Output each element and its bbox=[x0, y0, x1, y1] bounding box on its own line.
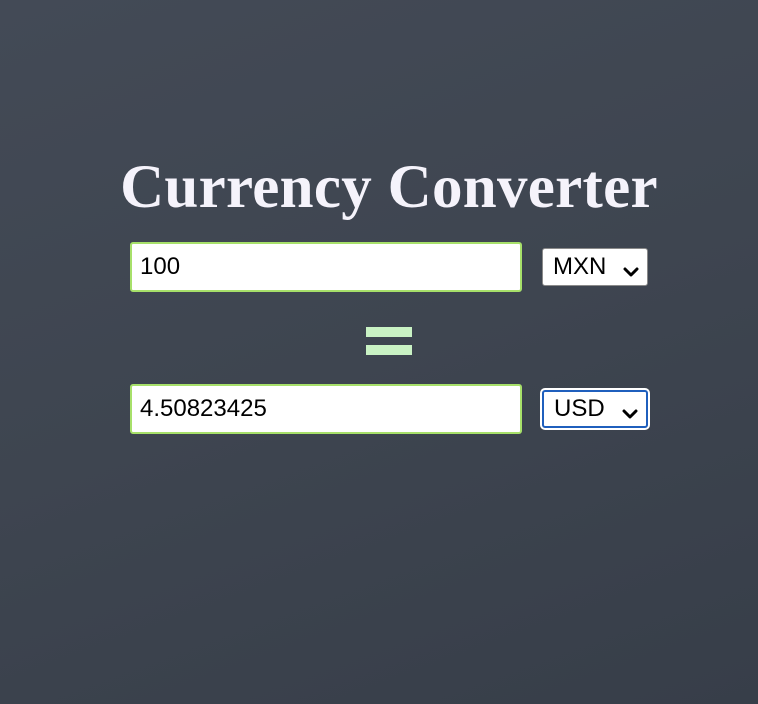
equals-icon bbox=[366, 325, 412, 359]
page-title: Currency Converter bbox=[120, 154, 658, 221]
to-currency-value: USD bbox=[554, 395, 605, 422]
from-currency-select[interactable]: MXN bbox=[542, 248, 648, 286]
equals-bar-bottom bbox=[366, 345, 412, 355]
equals-bar-top bbox=[366, 327, 412, 337]
from-amount-input[interactable] bbox=[130, 242, 522, 292]
chevron-down-icon bbox=[622, 401, 638, 419]
to-amount-input[interactable] bbox=[130, 384, 522, 434]
from-currency-value: MXN bbox=[553, 253, 607, 280]
to-currency-select[interactable]: USD bbox=[542, 390, 648, 428]
chevron-down-icon bbox=[623, 259, 639, 277]
